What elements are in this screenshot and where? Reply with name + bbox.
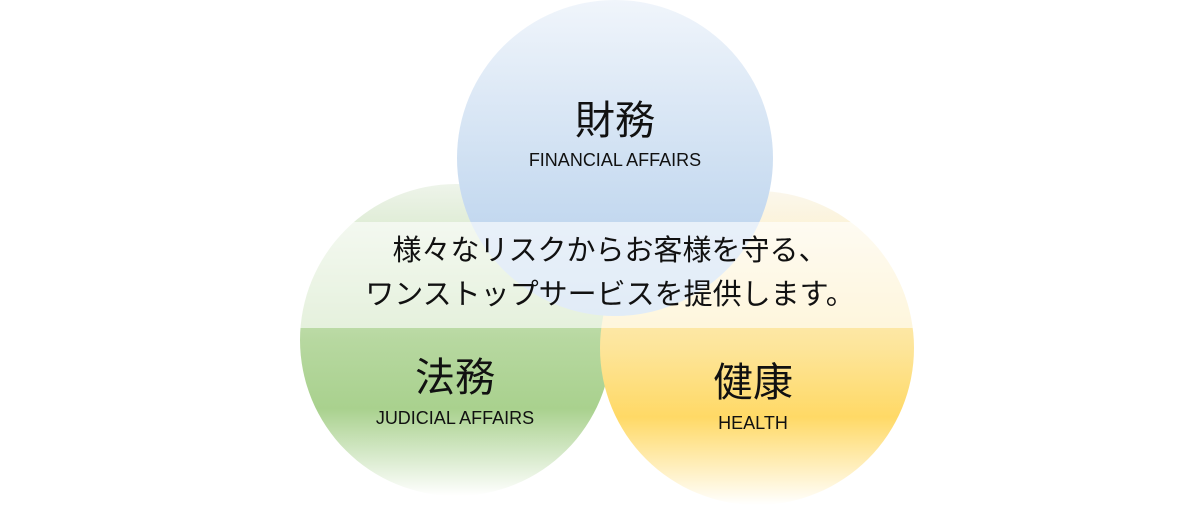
health-subtitle: HEALTH <box>718 413 788 433</box>
financial-title: 財務 <box>575 98 655 144</box>
health-title: 健康 <box>713 360 793 406</box>
judicial-subtitle: JUDICIAL AFFAIRS <box>375 408 535 428</box>
message-line-2: ワンストップサービスを提供します。 <box>365 277 855 311</box>
message-line-1: 様々なリスクからお客様を守る、 <box>392 233 828 267</box>
judicial-title: 法務 <box>415 355 495 401</box>
message-band <box>290 222 930 328</box>
financial-subtitle: FINANCIAL AFFAIRS <box>528 150 702 170</box>
